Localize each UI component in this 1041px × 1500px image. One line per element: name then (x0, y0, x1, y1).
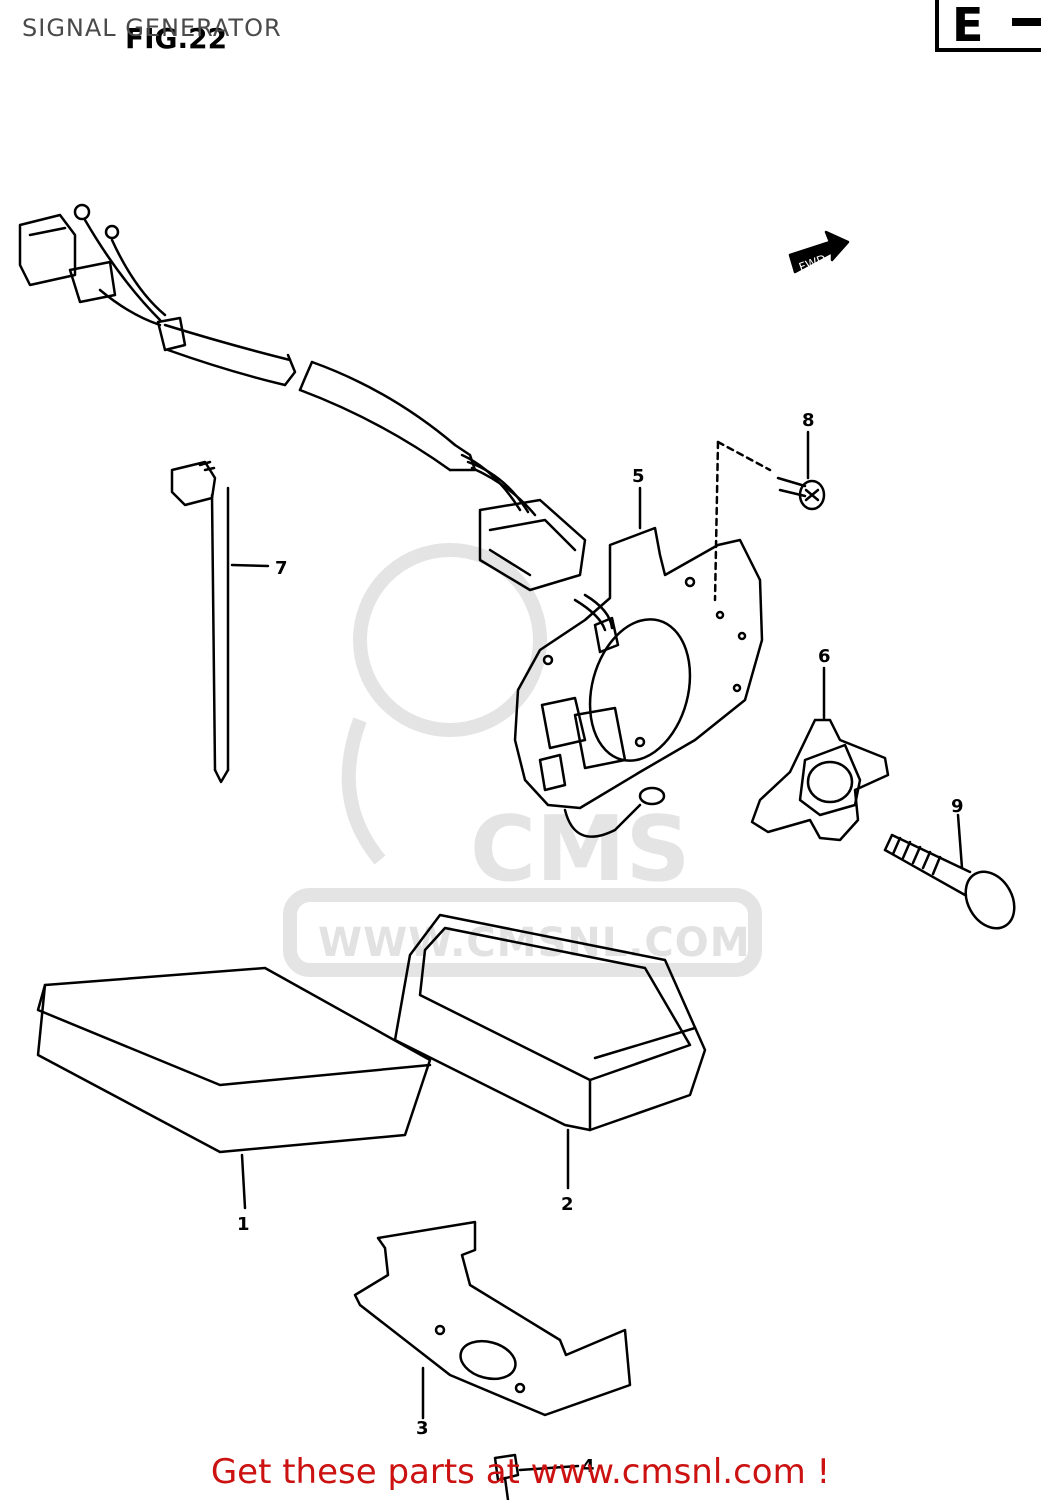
callout-3: 3 (416, 1418, 429, 1439)
page-title: SIGNAL GENERATOR (22, 14, 282, 42)
watermark-logo-text: CMS (470, 797, 690, 902)
figure-label: FIG.22 (125, 22, 228, 55)
bolt-9 (883, 833, 1016, 930)
cmsnl-parts-link[interactable]: Get these parts at www.cmsnl.com ! (210, 1452, 831, 1492)
leader-9 (956, 813, 964, 870)
bracket-3 (353, 1220, 632, 1420)
section-letter: E (952, 0, 984, 52)
callout-1: 1 (237, 1214, 250, 1235)
callout-2: 2 (561, 1194, 574, 1215)
fwd-arrow-icon (788, 230, 850, 274)
section-box (935, 0, 1041, 52)
watermark-logo (283, 543, 762, 977)
callout-9: 9 (951, 796, 964, 817)
callout-8: 8 (802, 410, 815, 431)
screw-8 (713, 440, 826, 602)
callout-6: 6 (818, 646, 831, 667)
rotor-6 (750, 718, 890, 842)
callout-7: 7 (275, 558, 288, 579)
watermark-url: WWW.CMSNL.COM (318, 920, 751, 966)
case-2 (393, 913, 707, 1190)
igniter-box-1 (36, 966, 432, 1210)
signal-generator-plate (513, 526, 764, 838)
screw-4 (493, 1453, 580, 1500)
callout-5: 5 (632, 466, 645, 487)
wiring-harness (18, 203, 587, 592)
cable-tie-7 (170, 460, 270, 784)
section-dash (1012, 18, 1041, 26)
callout-4: 4 (582, 1456, 595, 1477)
